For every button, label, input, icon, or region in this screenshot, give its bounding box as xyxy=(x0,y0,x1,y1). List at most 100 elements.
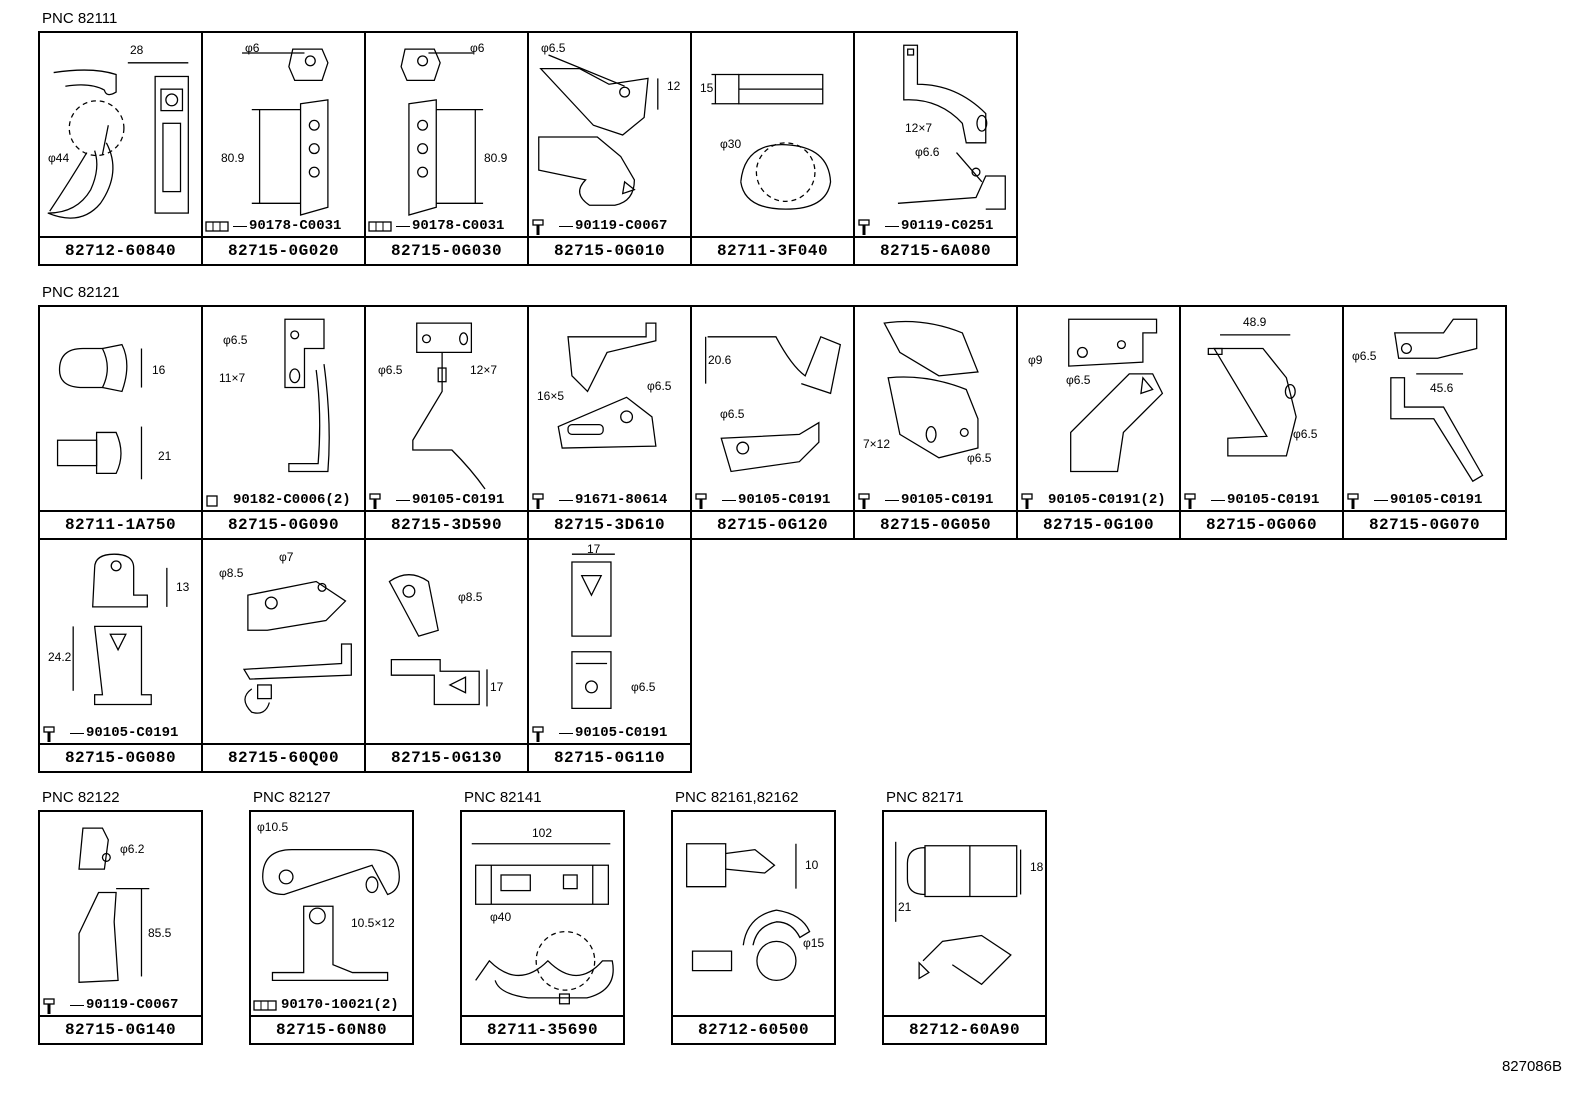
part-number: 82712-60500 xyxy=(673,1015,834,1043)
sub-part-number: 90105-C0191 xyxy=(368,492,504,509)
part-drawing: 17 φ6.5 xyxy=(529,540,690,745)
dimension-label: 85.5 xyxy=(148,926,172,940)
part-cell[interactable]: 48.9 φ6.5 90105-C0191 82715-0G060 xyxy=(1179,305,1344,540)
part-drawing: φ9 φ6.5 xyxy=(1018,307,1179,512)
dimension-label: 12×7 xyxy=(470,363,498,377)
part-cell[interactable]: 10 φ15 82712-60500 xyxy=(671,810,836,1045)
nut-icon xyxy=(205,493,233,507)
part-number: 82715-60Q00 xyxy=(203,743,364,771)
dimension-label: φ6 xyxy=(245,41,260,55)
dimension-label: φ6.5 xyxy=(647,379,672,393)
dimension-label: 28 xyxy=(130,43,144,57)
part-drawing: φ6.5 12×7 xyxy=(366,307,527,512)
dimension-label: 16×5 xyxy=(537,389,565,403)
part-drawing: φ6.5 45.6 xyxy=(1344,307,1505,512)
bolt-icon xyxy=(857,493,885,509)
part-cell[interactable]: φ6.5 12×7 90105-C0191 82715-3D590 xyxy=(364,305,529,540)
part-number: 82715-0G140 xyxy=(40,1015,201,1043)
dimension-label: 10.5×12 xyxy=(351,916,395,930)
part-drawing: 28 φ44 xyxy=(40,33,201,238)
part-number: 82715-0G020 xyxy=(203,236,364,264)
part-cell[interactable]: 16 21 82711-1A750 xyxy=(38,305,203,540)
part-drawing: 16×5 φ6.5 xyxy=(529,307,690,512)
diagram-reference-code: 827086B xyxy=(1501,1058,1562,1075)
part-cell[interactable]: φ6.5 12 90119-C0067 82715-0G010 xyxy=(527,31,692,266)
part-number: 82712-60840 xyxy=(40,236,201,264)
part-drawing: 13 24.2 xyxy=(40,540,201,745)
part-cell[interactable]: 28 φ44 82712-60840 xyxy=(38,31,203,266)
part-drawing: φ8.5 φ7 xyxy=(203,540,364,745)
part-cell[interactable]: φ6 80.9 90178-C0031 82715-0G020 xyxy=(201,31,366,266)
part-cell[interactable]: 16×5 φ6.5 91671-80614 82715-3D610 xyxy=(527,305,692,540)
part-number: 82715-0G070 xyxy=(1344,510,1505,538)
part-cell[interactable]: 20.6 φ6.5 90105-C0191 82715-0G120 xyxy=(690,305,855,540)
part-cell[interactable]: φ8.5 φ7 82715-60Q00 xyxy=(201,538,366,773)
bolt-icon xyxy=(694,493,722,509)
part-number: 82715-0G080 xyxy=(40,743,201,771)
part-drawing: φ6 80.9 xyxy=(366,33,527,238)
dimension-label: 15 xyxy=(700,81,714,95)
dimension-label: φ6 xyxy=(470,41,485,55)
dimension-label: φ6.5 xyxy=(541,41,566,55)
part-cell[interactable]: 102 φ40 82711-35690 xyxy=(460,810,625,1045)
part-cell[interactable]: φ6.5 45.6 90105-C0191 82715-0G070 xyxy=(1342,305,1507,540)
part-number: 82715-0G100 xyxy=(1018,510,1179,538)
part-drawing: 16 21 xyxy=(40,307,201,512)
part-drawing: 7×12 φ6.5 xyxy=(855,307,1016,512)
part-cell[interactable]: 13 24.2 90105-C0191 82715-0G080 xyxy=(38,538,203,773)
dimension-label: φ6.5 xyxy=(378,363,403,377)
part-cell[interactable]: 17 φ6.5 90105-C0191 82715-0G110 xyxy=(527,538,692,773)
section-label-82122: PNC 82122 xyxy=(42,789,120,806)
sub-part-number: 90178-C0031 xyxy=(205,218,341,234)
bolt-icon xyxy=(368,493,396,509)
dimension-label: φ6.5 xyxy=(720,407,745,421)
part-number: 82715-60N80 xyxy=(251,1015,412,1043)
part-number: 82711-3F040 xyxy=(692,236,853,264)
part-cell[interactable]: 7×12 φ6.5 90105-C0191 82715-0G050 xyxy=(853,305,1018,540)
dimension-label: 20.6 xyxy=(708,353,732,367)
part-cell[interactable]: 18 21 82712-60A90 xyxy=(882,810,1047,1045)
dimension-label: φ30 xyxy=(720,137,742,151)
part-number: 82715-6A080 xyxy=(855,236,1016,264)
bolt-icon xyxy=(531,726,559,742)
dimension-label: φ6.5 xyxy=(1293,427,1318,441)
dimension-label: φ6.5 xyxy=(631,680,656,694)
part-cell[interactable]: φ6 80.9 90178-C0031 82715-0G030 xyxy=(364,31,529,266)
part-cell[interactable]: φ9 φ6.5 90105-C0191(2) 82715-0G100 xyxy=(1016,305,1181,540)
dimension-label: 12×7 xyxy=(905,121,933,135)
dimension-label: φ8.5 xyxy=(219,566,244,580)
sub-part-number: 90105-C0191 xyxy=(857,492,993,509)
dimension-label: φ9 xyxy=(1028,353,1043,367)
part-cell[interactable]: 15 φ30 82711-3F040 xyxy=(690,31,855,266)
bolt-icon xyxy=(1183,493,1211,509)
dimension-label: φ44 xyxy=(48,151,70,165)
dimension-label: 17 xyxy=(587,542,601,556)
clip-nut-icon xyxy=(253,998,281,1012)
part-number: 82715-0G010 xyxy=(529,236,690,264)
dimension-label: φ8.5 xyxy=(458,590,483,604)
dimension-label: φ15 xyxy=(803,936,825,950)
dimension-label: φ10.5 xyxy=(257,820,289,834)
part-number: 82711-1A750 xyxy=(40,510,201,538)
part-cell[interactable]: φ6.2 85.5 90119-C0067 82715-0G140 xyxy=(38,810,203,1045)
sub-part-number: 90182-C0006(2) xyxy=(205,492,351,508)
part-drawing: φ6.5 11×7 xyxy=(203,307,364,512)
part-number: 82715-0G030 xyxy=(366,236,527,264)
part-number: 82715-3D610 xyxy=(529,510,690,538)
part-number: 82715-0G120 xyxy=(692,510,853,538)
part-cell[interactable]: φ8.5 17 82715-0G130 xyxy=(364,538,529,773)
sub-part-number: 90105-C0191 xyxy=(1183,492,1319,509)
part-number: 82715-0G050 xyxy=(855,510,1016,538)
dimension-label: 7×12 xyxy=(863,437,891,451)
dimension-label: 16 xyxy=(152,363,166,377)
part-cell[interactable]: φ6.5 11×7 90182-C0006(2) 82715-0G090 xyxy=(201,305,366,540)
dimension-label: 17 xyxy=(490,680,504,694)
dimension-label: φ6.5 xyxy=(223,333,248,347)
part-cell[interactable]: 12×7 φ6.6 90119-C0251 82715-6A080 xyxy=(853,31,1018,266)
dimension-label: 13 xyxy=(176,580,190,594)
part-drawing: 48.9 φ6.5 xyxy=(1181,307,1342,512)
dimension-label: 80.9 xyxy=(221,151,245,165)
part-cell[interactable]: φ10.5 10.5×12 90170-10021(2) 82715-60N80 xyxy=(249,810,414,1045)
section-label-82161-82162: PNC 82161,82162 xyxy=(675,789,799,806)
section-label-82141: PNC 82141 xyxy=(464,789,542,806)
